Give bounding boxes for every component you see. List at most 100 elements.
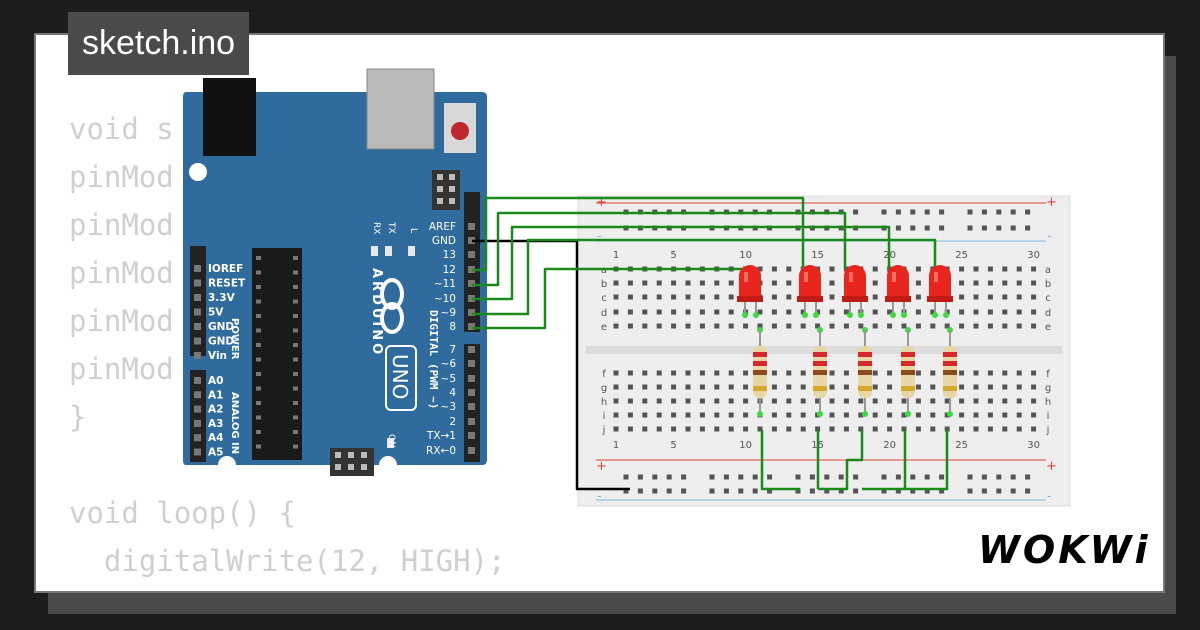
breadboard-hole[interactable] xyxy=(901,398,907,404)
rail-hole[interactable] xyxy=(681,488,687,494)
breadboard-hole[interactable] xyxy=(1016,323,1022,329)
rail-hole[interactable] xyxy=(939,488,945,494)
breadboard-hole[interactable] xyxy=(786,370,792,376)
breadboard-hole[interactable] xyxy=(685,294,691,300)
breadboard-hole[interactable] xyxy=(915,426,921,432)
rail-hole[interactable] xyxy=(738,488,744,494)
breadboard-hole[interactable] xyxy=(915,280,921,286)
rail-hole[interactable] xyxy=(709,488,715,494)
breadboard-hole[interactable] xyxy=(1002,426,1008,432)
breadboard-hole[interactable] xyxy=(872,309,878,315)
header-pin[interactable] xyxy=(468,237,475,244)
breadboard-hole[interactable] xyxy=(728,294,734,300)
breadboard-hole[interactable] xyxy=(656,412,662,418)
breadboard-hole[interactable] xyxy=(829,323,835,329)
header-pin[interactable] xyxy=(468,323,475,330)
breadboard-hole[interactable] xyxy=(699,370,705,376)
breadboard-hole[interactable] xyxy=(627,426,633,432)
rail-hole[interactable] xyxy=(910,209,916,215)
ground-wire-led1[interactable] xyxy=(760,430,800,491)
breadboard-hole[interactable] xyxy=(843,266,849,272)
breadboard-hole[interactable] xyxy=(987,398,993,404)
header-pin[interactable] xyxy=(468,360,475,367)
breadboard-hole[interactable] xyxy=(973,384,979,390)
header-pin[interactable] xyxy=(194,448,201,456)
breadboard-hole[interactable] xyxy=(1002,266,1008,272)
header-pin[interactable] xyxy=(194,391,201,399)
breadboard-hole[interactable] xyxy=(671,398,677,404)
breadboard-hole[interactable] xyxy=(743,412,749,418)
rail-hole[interactable] xyxy=(1025,488,1031,494)
header-pin[interactable] xyxy=(194,377,201,384)
rail-hole[interactable] xyxy=(939,225,945,231)
breadboard-hole[interactable] xyxy=(771,426,777,432)
breadboard-hole[interactable] xyxy=(685,370,691,376)
breadboard-hole[interactable] xyxy=(642,280,648,286)
breadboard-hole[interactable] xyxy=(714,398,720,404)
breadboard-hole[interactable] xyxy=(613,426,619,432)
rail-hole[interactable] xyxy=(666,474,672,480)
breadboard-hole[interactable] xyxy=(786,384,792,390)
breadboard-hole[interactable] xyxy=(858,323,864,329)
breadboard-hole[interactable] xyxy=(973,266,979,272)
breadboard-hole[interactable] xyxy=(973,426,979,432)
breadboard-hole[interactable] xyxy=(642,384,648,390)
led-3[interactable] xyxy=(842,265,868,333)
breadboard-hole[interactable] xyxy=(1016,309,1022,315)
resistor-2[interactable] xyxy=(813,330,827,417)
rail-hole[interactable] xyxy=(1025,209,1031,215)
rail-hole[interactable] xyxy=(652,488,658,494)
rail-hole[interactable] xyxy=(1025,474,1031,480)
header-pin[interactable] xyxy=(468,266,475,273)
breadboard-hole[interactable] xyxy=(887,398,893,404)
rail-hole[interactable] xyxy=(910,488,916,494)
rail-hole[interactable] xyxy=(853,474,859,480)
breadboard-hole[interactable] xyxy=(887,426,893,432)
breadboard-hole[interactable] xyxy=(671,426,677,432)
breadboard-hole[interactable] xyxy=(973,309,979,315)
breadboard-hole[interactable] xyxy=(987,266,993,272)
breadboard-hole[interactable] xyxy=(987,412,993,418)
breadboard-hole[interactable] xyxy=(1031,323,1037,329)
breadboard-hole[interactable] xyxy=(714,426,720,432)
breadboard-hole[interactable] xyxy=(944,398,950,404)
rail-hole[interactable] xyxy=(996,474,1002,480)
breadboard-hole[interactable] xyxy=(627,370,633,376)
signal-wire-pin8[interactable] xyxy=(472,267,746,330)
breadboard-hole[interactable] xyxy=(656,309,662,315)
rail-hole[interactable] xyxy=(939,474,945,480)
breadboard-hole[interactable] xyxy=(930,398,936,404)
breadboard-hole[interactable] xyxy=(1031,294,1037,300)
breadboard-hole[interactable] xyxy=(728,280,734,286)
breadboard-hole[interactable] xyxy=(1002,384,1008,390)
breadboard-hole[interactable] xyxy=(829,309,835,315)
breadboard-hole[interactable] xyxy=(714,412,720,418)
breadboard-hole[interactable] xyxy=(915,370,921,376)
breadboard-hole[interactable] xyxy=(843,370,849,376)
rail-hole[interactable] xyxy=(637,488,643,494)
breadboard-hole[interactable] xyxy=(714,384,720,390)
breadboard-hole[interactable] xyxy=(627,323,633,329)
breadboard-hole[interactable] xyxy=(627,294,633,300)
breadboard-hole[interactable] xyxy=(786,323,792,329)
breadboard-hole[interactable] xyxy=(714,323,720,329)
breadboard-hole[interactable] xyxy=(728,323,734,329)
breadboard-hole[interactable] xyxy=(815,426,821,432)
breadboard-hole[interactable] xyxy=(771,384,777,390)
header-pin[interactable] xyxy=(468,432,475,439)
breadboard-hole[interactable] xyxy=(973,370,979,376)
rail-hole[interactable] xyxy=(809,474,815,480)
rail-hole[interactable] xyxy=(681,474,687,480)
breadboard-hole[interactable] xyxy=(613,412,619,418)
rail-hole[interactable] xyxy=(637,474,643,480)
breadboard-hole[interactable] xyxy=(959,323,965,329)
breadboard-hole[interactable] xyxy=(771,412,777,418)
breadboard-hole[interactable] xyxy=(699,384,705,390)
rail-hole[interactable] xyxy=(924,225,930,231)
rail-hole[interactable] xyxy=(924,474,930,480)
header-pin[interactable] xyxy=(194,308,201,316)
breadboard-hole[interactable] xyxy=(671,309,677,315)
breadboard-hole[interactable] xyxy=(987,309,993,315)
breadboard-hole[interactable] xyxy=(1002,412,1008,418)
breadboard-hole[interactable] xyxy=(714,370,720,376)
